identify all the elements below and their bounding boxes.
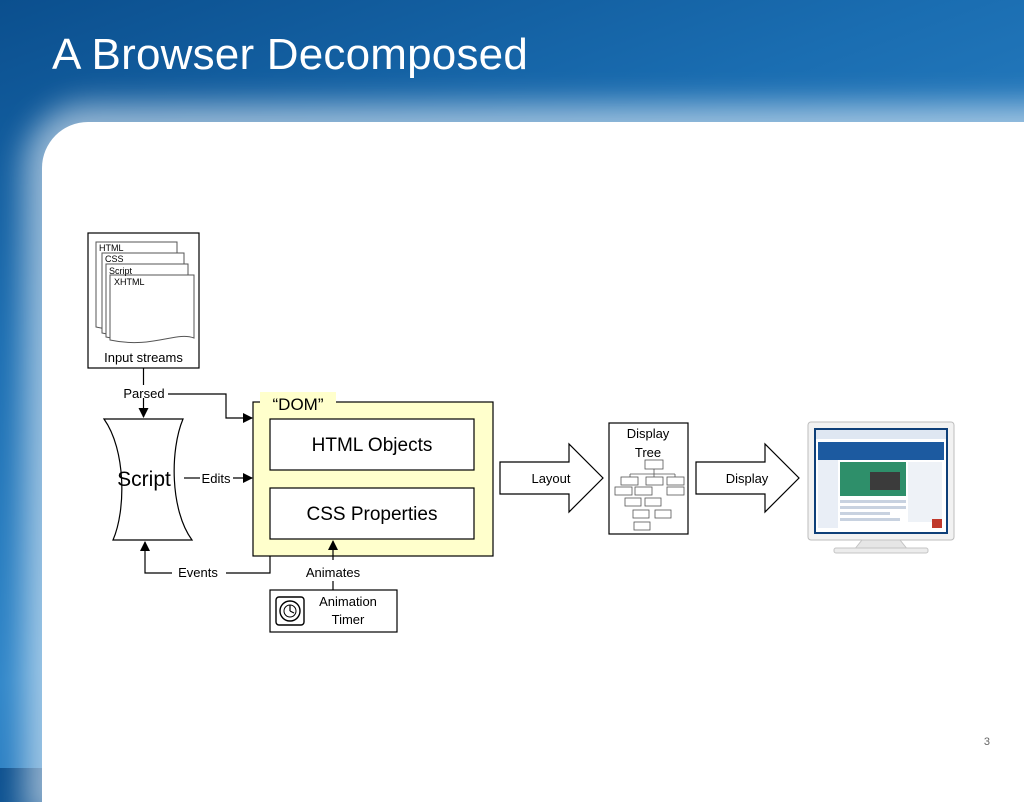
script-shape: Script: [102, 418, 194, 541]
parsed-connector: Parsed: [123, 368, 253, 423]
dom-box: “DOM” HTML Objects CSS Properties: [252, 392, 494, 557]
events-label: Events: [178, 565, 218, 580]
page-number: 3: [983, 736, 990, 748]
timer-icon: [275, 596, 305, 626]
animates-connector: Animates: [306, 540, 361, 590]
edits-label: Edits: [202, 471, 231, 486]
animation-timer-label-1: Animation: [319, 594, 377, 609]
html-objects-box: [269, 418, 475, 471]
doc-css-label: CSS: [105, 254, 124, 264]
html-objects-label: HTML Objects: [312, 435, 433, 456]
animation-timer-label-2: Timer: [332, 612, 365, 627]
parsed-label: Parsed: [123, 386, 164, 401]
tree-icon: [614, 459, 685, 531]
display-tree-label-1: Display: [627, 426, 670, 441]
doc-html-label: HTML: [99, 243, 124, 253]
css-properties-box: [269, 487, 475, 540]
layout-arrow: Layout: [499, 442, 604, 514]
doc-xhtml-label: XHTML: [114, 277, 145, 287]
display-label: Display: [726, 471, 769, 486]
browser-diagram: HTML CSS Script XHTML Input streams Pars…: [87, 232, 955, 633]
css-properties-label: CSS Properties: [307, 504, 438, 525]
script-label: Script: [117, 468, 171, 491]
display-arrow: Display: [695, 442, 800, 514]
edits-connector: Edits: [184, 471, 253, 486]
doc-script-label: Script: [109, 266, 133, 276]
animates-label: Animates: [306, 565, 361, 580]
dom-label: “DOM”: [273, 395, 324, 414]
layout-label: Layout: [531, 471, 570, 486]
display-tree-label-2: Tree: [635, 445, 661, 460]
input-streams-box: HTML CSS Script XHTML Input streams: [87, 232, 200, 369]
display-tree-box: Display Tree: [608, 422, 689, 535]
monitor-image: [807, 421, 955, 554]
events-connector: Events: [140, 541, 271, 580]
animation-timer-box: Animation Timer: [269, 589, 398, 633]
input-streams-label: Input streams: [104, 350, 183, 365]
slide-title: A Browser Decomposed: [52, 30, 528, 79]
